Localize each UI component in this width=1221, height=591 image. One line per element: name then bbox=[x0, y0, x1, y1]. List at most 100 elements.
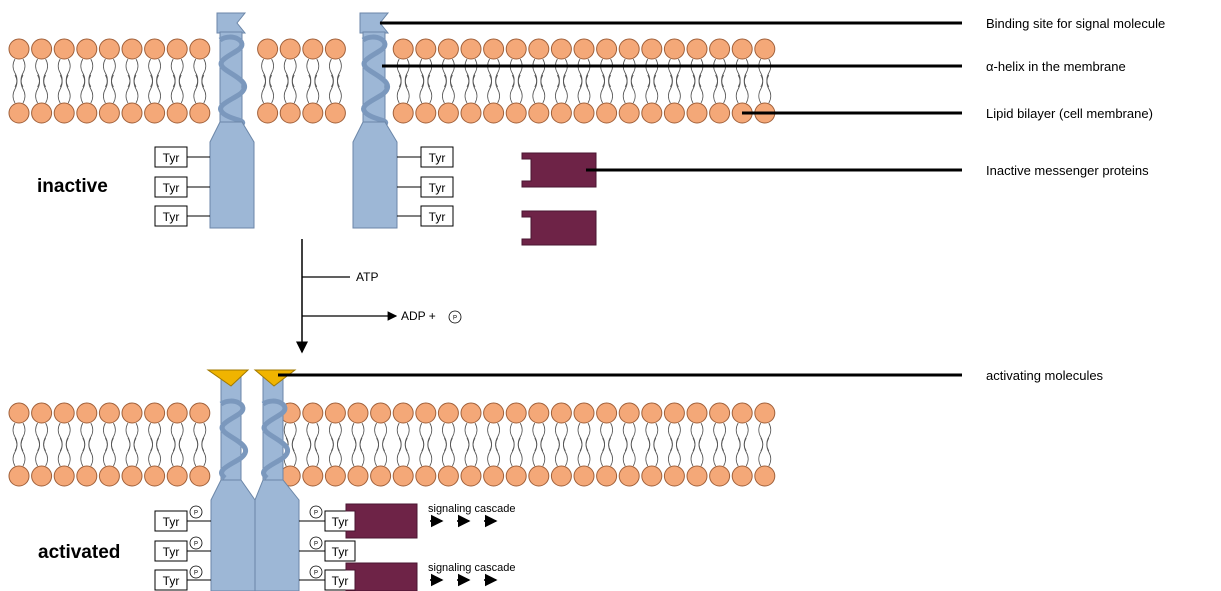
lipid-tail bbox=[351, 422, 357, 452]
lipid-head bbox=[550, 465, 572, 487]
lipid-tail bbox=[193, 422, 199, 452]
lipid-tail bbox=[758, 437, 764, 467]
lipid-head bbox=[302, 465, 324, 487]
lipid-tail bbox=[600, 58, 605, 88]
lipid-tail bbox=[396, 437, 402, 467]
lipid-tail bbox=[608, 437, 613, 467]
lipid-head bbox=[279, 38, 301, 60]
lipid-tail bbox=[600, 437, 605, 467]
lipid-tail bbox=[314, 437, 320, 467]
lipid-tail bbox=[329, 74, 334, 104]
lipid-tail bbox=[133, 58, 139, 88]
lipid-head bbox=[324, 402, 346, 424]
messenger-protein bbox=[521, 152, 597, 188]
lipid-tail bbox=[156, 437, 161, 467]
lipid-tail bbox=[442, 422, 447, 452]
lipid-tail bbox=[419, 74, 425, 104]
lipid-tail bbox=[20, 58, 26, 88]
lipid-head bbox=[709, 102, 731, 124]
lipid-head bbox=[709, 38, 731, 60]
lipid-head bbox=[53, 38, 75, 60]
lipid-tail bbox=[555, 74, 560, 104]
lipid-tail bbox=[404, 58, 410, 88]
lipid-tail bbox=[103, 422, 108, 452]
lipid-tail bbox=[306, 422, 312, 452]
lipid-tail bbox=[382, 422, 387, 452]
lipid-tail bbox=[404, 422, 410, 452]
state-label-inactive: inactive bbox=[37, 176, 108, 197]
messenger-protein bbox=[521, 210, 597, 246]
lipid-tail bbox=[125, 74, 131, 104]
lipid-tail bbox=[532, 422, 538, 452]
lipid-tail bbox=[442, 74, 447, 104]
lipid-tail bbox=[766, 422, 772, 452]
lipid-head bbox=[121, 402, 143, 424]
lipid-head bbox=[166, 465, 188, 487]
lipid-tail bbox=[156, 58, 161, 88]
lipid-head bbox=[505, 465, 527, 487]
messenger-protein-active bbox=[345, 503, 418, 539]
phosphate-symbol: P bbox=[314, 511, 318, 517]
phosphate-symbol: P bbox=[453, 316, 457, 322]
lipid-tail bbox=[645, 74, 651, 104]
lipid-head bbox=[8, 465, 30, 487]
lipid-head bbox=[53, 402, 75, 424]
lipid-tail bbox=[291, 422, 297, 452]
lipid-head bbox=[166, 102, 188, 124]
lipid-head bbox=[279, 102, 301, 124]
lipid-tail bbox=[630, 58, 636, 88]
lipid-tail bbox=[396, 58, 402, 88]
alpha-helix-right bbox=[361, 34, 391, 126]
lipid-head bbox=[641, 465, 663, 487]
lipid-tail bbox=[148, 74, 153, 104]
lipid-tail bbox=[427, 58, 433, 88]
lipid-tail bbox=[65, 422, 71, 452]
label-inactive-messenger: Inactive messenger proteins bbox=[986, 163, 1149, 178]
lipid-head bbox=[144, 102, 166, 124]
lipid-tail bbox=[269, 58, 274, 88]
lipid-tail bbox=[35, 58, 40, 88]
lipid-tail bbox=[329, 437, 334, 467]
lipid-tail bbox=[427, 422, 433, 452]
phosphate-icon bbox=[189, 505, 203, 519]
lipid-tail bbox=[766, 437, 772, 467]
lipid-tail bbox=[743, 437, 749, 467]
lipid-tail bbox=[676, 58, 681, 88]
lipid-tail bbox=[337, 422, 342, 452]
state-label-activated: activated bbox=[38, 542, 120, 563]
lipid-head bbox=[257, 38, 279, 60]
lipid-tail bbox=[735, 74, 741, 104]
lipid-tail bbox=[419, 422, 425, 452]
lipid-tail bbox=[495, 437, 500, 467]
lipid-head bbox=[189, 465, 211, 487]
lipid-tail bbox=[690, 74, 696, 104]
lipid-tail bbox=[12, 422, 18, 452]
lipid-head bbox=[31, 402, 53, 424]
lipid-tail bbox=[427, 437, 433, 467]
lipid-tail bbox=[555, 422, 560, 452]
signaling-cascade-lower: signaling cascade bbox=[428, 562, 515, 587]
phosphate-symbol: P bbox=[314, 542, 318, 548]
lipid-tail bbox=[653, 74, 659, 104]
lipid-head bbox=[302, 38, 324, 60]
lipid-tail bbox=[148, 58, 153, 88]
lipid-head bbox=[483, 402, 505, 424]
receptor-body-left bbox=[209, 121, 255, 229]
lipid-tail bbox=[12, 74, 18, 104]
lipid-head bbox=[302, 402, 324, 424]
lipid-tail bbox=[676, 437, 681, 467]
lipid-head bbox=[8, 402, 30, 424]
lipid-tail bbox=[563, 437, 568, 467]
lipid-head bbox=[257, 102, 279, 124]
lipid-tail bbox=[419, 437, 425, 467]
phosphorylation-reaction: ATP ADP + P bbox=[296, 239, 462, 354]
lipid-head bbox=[76, 465, 98, 487]
lipid-tail bbox=[540, 58, 546, 88]
lipid-head bbox=[392, 402, 414, 424]
lipid-tail bbox=[178, 74, 184, 104]
lipid-head bbox=[347, 402, 369, 424]
lipid-head bbox=[505, 38, 527, 60]
lipid-tail bbox=[608, 74, 613, 104]
lipid-tail bbox=[35, 422, 40, 452]
